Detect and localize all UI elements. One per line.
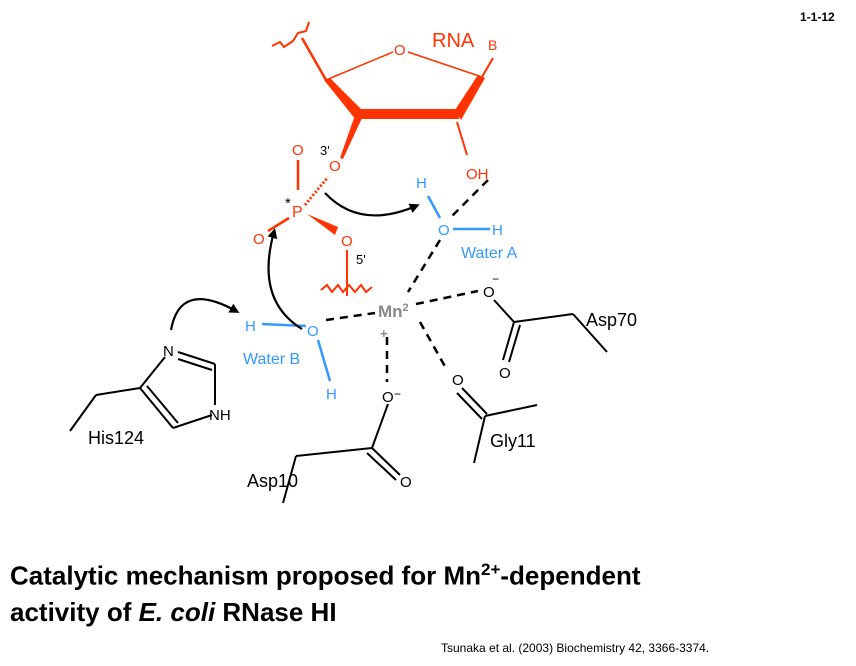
caption-text: Catalytic mechanism proposed for Mn <box>10 560 481 591</box>
gly11-label: Gly11 <box>490 431 536 451</box>
caption-text: -dependent <box>500 560 641 591</box>
caption-line-2: activity of E. coli RNase HI <box>10 594 640 630</box>
asp70-o: O <box>499 365 511 382</box>
caption-organism: E. coli <box>138 596 216 627</box>
asp10-o-minus: O <box>382 389 394 406</box>
arrow-his-to-water-b <box>169 298 240 331</box>
o3-oxygen: O <box>329 158 341 175</box>
water-b-o: O <box>307 323 319 340</box>
his124-n: N <box>163 343 174 360</box>
water-a-h1: H <box>416 175 427 192</box>
o-top: O <box>292 142 304 159</box>
rna-label: RNA <box>432 30 475 52</box>
water-a-h2: H <box>492 222 503 239</box>
chiral-star: * <box>285 195 291 212</box>
water-b-h1: H <box>245 318 256 335</box>
oh-label: OH <box>466 166 489 183</box>
asp10-label: Asp10 <box>247 471 298 491</box>
water-b-label: Water B <box>243 351 300 368</box>
his124-nh: NH <box>209 407 231 424</box>
slide-number: 1-1-12 <box>800 10 835 24</box>
water-a-bonds <box>426 195 490 231</box>
ring-oxygen: O <box>394 42 406 59</box>
caption-text: activity of <box>10 596 139 627</box>
metal-ion: Mn2 <box>378 302 409 321</box>
arrow-water-b-to-p <box>267 228 303 330</box>
metal-plus: + <box>380 326 388 341</box>
asp70-o-minus: O <box>483 284 495 301</box>
metal-symbol: Mn <box>378 302 403 321</box>
base-label: B <box>488 37 497 53</box>
asp70-bonds <box>493 299 608 363</box>
ribose-ring <box>267 21 494 296</box>
citation: Tsunaka et al. (2003) Biochemistry 42, 3… <box>441 641 710 655</box>
prime3-label: 3' <box>320 143 330 158</box>
mechanism-diagram: RNA B O O 3' OH P * O O O 5' H O H Water… <box>69 21 637 504</box>
prime5-label: 5' <box>356 252 366 267</box>
asp10-bonds <box>282 403 401 504</box>
his124-bonds <box>69 351 216 432</box>
o5-oxygen: O <box>341 233 353 250</box>
asp70-label: Asp70 <box>586 310 637 330</box>
asp10-minus: − <box>394 387 401 401</box>
water-a-o: O <box>438 222 450 239</box>
water-b-h2: H <box>326 386 337 403</box>
coordination-bonds <box>325 179 489 382</box>
arrow-o3-to-water-a <box>324 192 420 217</box>
metal-charge: 2 <box>403 302 409 314</box>
asp10-o: O <box>400 474 412 491</box>
caption-line-1: Catalytic mechanism proposed for Mn2+-de… <box>10 552 640 594</box>
caption-text: RNase HI <box>215 596 337 627</box>
gly11-bonds <box>456 387 538 464</box>
his124-label: His124 <box>88 428 144 448</box>
curved-arrows <box>169 192 420 331</box>
o-left: O <box>253 231 265 248</box>
gly11-o: O <box>452 372 464 389</box>
water-a-label: Water A <box>461 245 518 262</box>
caption-superscript: 2+ <box>480 560 501 579</box>
phosphorus: P <box>292 204 303 221</box>
slide-caption: Catalytic mechanism proposed for Mn2+-de… <box>10 552 640 630</box>
asp70-minus: − <box>492 272 499 286</box>
